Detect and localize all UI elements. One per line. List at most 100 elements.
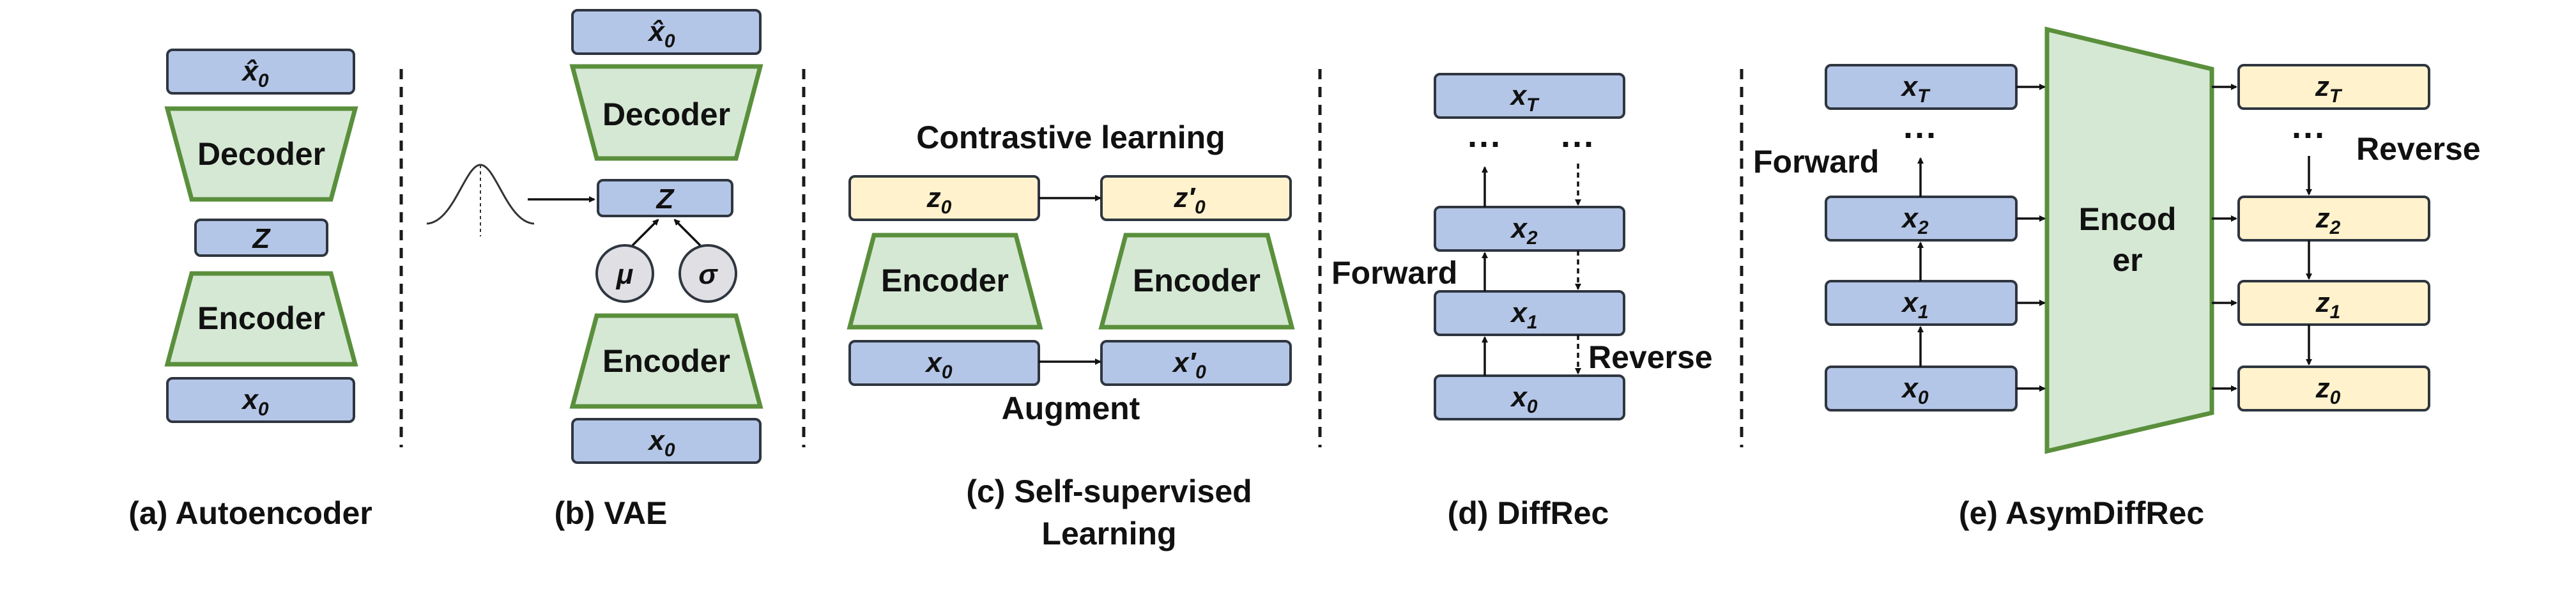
x2-label: x <box>1510 213 1528 244</box>
zT-subscript: T <box>2329 86 2343 107</box>
decoder-label: Decoder <box>602 96 730 132</box>
x0-label: x <box>647 425 665 456</box>
z2-label: z <box>2315 203 2330 234</box>
x-prime-0-label: x′ <box>1172 347 1197 378</box>
contrastive-learning-title: Contrastive learning <box>916 119 1225 155</box>
z1-subscript: 1 <box>2330 302 2341 323</box>
z-box <box>597 179 733 217</box>
z0-subscript: 0 <box>2330 387 2341 408</box>
sigma-label: σ <box>698 259 718 290</box>
z-prime-0-subscript: 0 <box>1195 197 1206 218</box>
x0-label: x <box>241 384 259 415</box>
augment-label: Augment <box>1002 390 1140 426</box>
z-box <box>194 219 328 257</box>
svg-text:x′0: x′0 <box>1172 347 1206 383</box>
z0-label: z <box>2315 373 2330 404</box>
encoder-label: Encoder <box>197 300 325 336</box>
z2-subscript: 2 <box>2329 217 2341 238</box>
reverse-dots: ··· <box>2292 116 2326 155</box>
svg-text:x2: x2 <box>1510 213 1537 249</box>
svg-text:x0: x0 <box>924 347 952 383</box>
reverse-label: Reverse <box>2356 131 2481 167</box>
x0-label: x <box>924 347 942 378</box>
x-hat-box <box>571 9 762 55</box>
x0-subscript: 0 <box>664 440 675 461</box>
svg-text:z2: z2 <box>2315 203 2341 238</box>
svg-text:z′0: z′0 <box>1173 182 1206 218</box>
x0-subscript: 0 <box>1918 387 1929 408</box>
decoder-block <box>569 64 763 161</box>
xT-label: x <box>1510 80 1528 111</box>
svg-text:x̂0: x̂0 <box>241 56 268 91</box>
forward-label: Forward <box>1753 144 1879 180</box>
x1-subscript: 1 <box>1918 302 1929 323</box>
z1-box <box>2237 280 2430 326</box>
z2-box <box>2237 196 2430 242</box>
x2-subscript: 2 <box>1917 217 1929 238</box>
forward-dots: ··· <box>1468 125 1502 164</box>
panel-vae: x̂0 Decoder Z μ σ Encoder x0 (b) VAE <box>426 9 763 531</box>
panel-autoencoder: x̂0 Decoder Z Encoder x0 (a) Autoencoder <box>128 49 372 531</box>
xT-label: x <box>1901 71 1919 102</box>
xT-box <box>1434 73 1625 119</box>
caption-self-supervised-line1: (c) Self-supervised <box>966 474 1252 509</box>
mu-label: μ <box>615 259 634 290</box>
svg-text:x1: x1 <box>1901 287 1928 323</box>
caption-diffrec: (d) DiffRec <box>1448 495 1609 531</box>
encoder-block <box>569 313 763 409</box>
panel-diffrec: xT ··· ··· x2 x1 x0 Forward Reverse (d) … <box>1331 73 1713 531</box>
x-prime-0-subscript: 0 <box>1195 362 1206 383</box>
caption-self-supervised-line2: Learning <box>1041 516 1176 551</box>
svg-text:x0: x0 <box>1901 373 1928 408</box>
encoder-right-label: Encoder <box>1133 263 1261 298</box>
x-hat-subscript: 0 <box>664 31 675 52</box>
svg-text:x̂0: x̂0 <box>647 16 675 52</box>
zT-box <box>2237 64 2430 110</box>
x-hat-label: x̂ <box>647 16 665 47</box>
xT-subscript: T <box>1917 86 1931 107</box>
decoder-block <box>164 106 358 202</box>
sigma-node <box>678 244 737 303</box>
x1-box <box>1434 290 1625 336</box>
x0-box <box>166 377 355 423</box>
svg-text:x1: x1 <box>1510 297 1537 333</box>
encoder-right-block <box>1098 233 1295 330</box>
caption-vae: (b) VAE <box>555 495 668 531</box>
reverse-label: Reverse <box>1588 339 1713 375</box>
z1-label: z <box>2315 287 2330 318</box>
encoder-label: Encoder <box>602 343 730 379</box>
xT-subscript: T <box>1526 95 1540 116</box>
encoder-block <box>2044 26 2214 454</box>
x1-subscript: 1 <box>1527 312 1538 333</box>
panel-asymdiffrec: xT ··· Forward x2 x1 x0 Encod er zT ··· … <box>1753 26 2481 531</box>
z-prime-0-label: z′ <box>1173 182 1196 213</box>
x0-box <box>848 340 1040 386</box>
x-hat-box <box>166 49 355 95</box>
encoder-left-label: Encoder <box>881 263 1009 298</box>
x0-box <box>571 418 762 464</box>
x-hat-subscript: 0 <box>258 70 269 91</box>
x-prime-0-box <box>1100 340 1292 386</box>
x0-label: x <box>1901 373 1919 404</box>
svg-text:z0: z0 <box>2315 373 2341 408</box>
caption-autoencoder: (a) Autoencoder <box>128 495 372 531</box>
svg-text:xT: xT <box>1901 71 1931 107</box>
x2-subscript: 2 <box>1526 227 1538 249</box>
caption-asymdiffrec: (e) AsymDiffRec <box>1959 495 2204 531</box>
gaussian-distribution-icon <box>426 164 535 236</box>
encoder-label-line1: Encod <box>2079 201 2177 237</box>
encoder-block <box>164 271 358 367</box>
x2-label: x <box>1901 203 1919 234</box>
z-label: Z <box>656 183 675 215</box>
forward-dots: ··· <box>1903 116 1938 155</box>
svg-text:x0: x0 <box>241 384 268 420</box>
panel-self-supervised: Contrastive learning z0 z′0 Encoder Enco… <box>847 119 1295 551</box>
x0-subscript: 0 <box>942 362 953 383</box>
encoder-left-block <box>847 233 1043 330</box>
reverse-dots: ··· <box>1561 125 1595 164</box>
z0-box <box>2237 366 2430 412</box>
x2-box <box>1434 206 1625 252</box>
svg-text:x2: x2 <box>1901 203 1928 238</box>
svg-text:x0: x0 <box>1510 381 1537 417</box>
